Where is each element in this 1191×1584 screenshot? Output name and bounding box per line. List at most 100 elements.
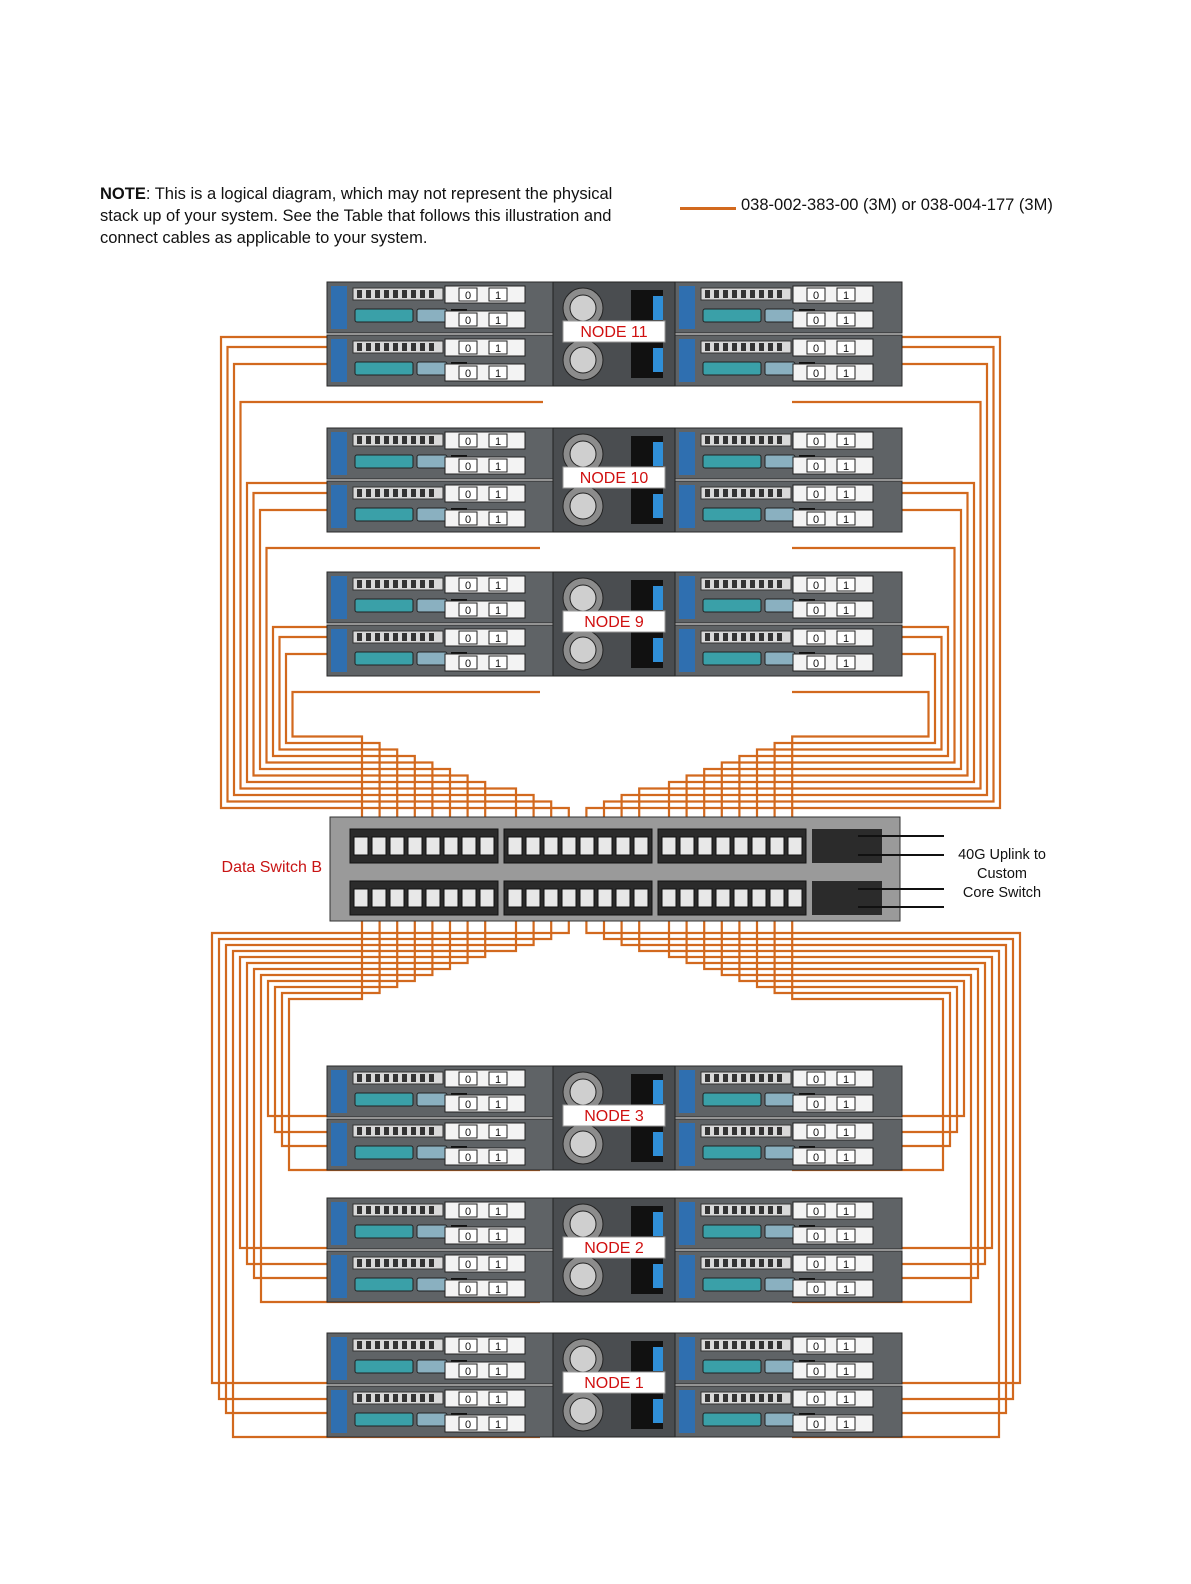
vent-slot — [777, 1127, 782, 1135]
sfp-port — [633, 888, 649, 908]
port-bay — [444, 431, 526, 450]
port-slot — [488, 312, 508, 327]
vent-slot — [732, 633, 737, 641]
serial-port — [416, 308, 448, 323]
port-slot — [488, 458, 508, 473]
usb-port — [331, 576, 347, 619]
port-slot — [458, 1149, 478, 1164]
vent-slot — [429, 1074, 434, 1082]
usb-port — [331, 629, 347, 672]
port-number: 0 — [813, 1152, 819, 1164]
vent-slot — [723, 1127, 728, 1135]
vga-port — [702, 1277, 762, 1292]
sfp-port — [679, 888, 695, 908]
port-number: 0 — [813, 580, 819, 592]
port-slot — [488, 1203, 508, 1218]
port-bay — [792, 1201, 874, 1220]
port-slot — [836, 312, 856, 327]
vent-slot — [732, 343, 737, 351]
port-slot — [836, 287, 856, 302]
vent-slot — [429, 1259, 434, 1267]
port-bay — [792, 310, 874, 329]
vent-slot — [375, 1341, 380, 1349]
fan-hub — [569, 1397, 597, 1425]
vent-slot — [366, 580, 371, 588]
port-number: 1 — [843, 1099, 849, 1111]
port-bay — [444, 653, 526, 672]
vent-slot — [768, 1259, 773, 1267]
vent-slot — [420, 580, 425, 588]
vent-slot — [732, 1259, 737, 1267]
port-slot — [806, 1203, 826, 1218]
port-number: 1 — [843, 1366, 849, 1378]
port-number: 1 — [495, 1231, 501, 1243]
vent-slot — [714, 1394, 719, 1402]
port-slot — [458, 630, 478, 645]
port-number: 1 — [495, 1419, 501, 1431]
node-label: NODE 1 — [584, 1375, 644, 1392]
node-label-box — [562, 320, 666, 343]
usb-port — [331, 1390, 347, 1433]
port-slot — [458, 1096, 478, 1111]
vent-slot — [750, 1394, 755, 1402]
vent-slot — [732, 1206, 737, 1214]
cable — [667, 481, 976, 834]
port-slot — [488, 365, 508, 380]
vent-slot — [768, 1206, 773, 1214]
port-bay — [792, 1226, 874, 1245]
sfp-port — [561, 888, 577, 908]
vent-slot — [777, 1206, 782, 1214]
port-slot — [488, 577, 508, 592]
port-slot — [458, 486, 478, 501]
port-bay — [792, 1254, 874, 1273]
node-label-box — [562, 466, 666, 489]
port-bay — [792, 1094, 874, 1113]
port-slot — [488, 1416, 508, 1431]
vent-slot — [366, 1259, 371, 1267]
port-number: 0 — [465, 1366, 471, 1378]
vent-slot — [777, 343, 782, 351]
port-bay — [792, 653, 874, 672]
vent-slot — [705, 1259, 710, 1267]
port-number: 1 — [843, 1152, 849, 1164]
vent-slot — [402, 1341, 407, 1349]
cable — [703, 508, 963, 834]
usb-port — [679, 1070, 695, 1113]
cable — [667, 912, 994, 1250]
vent-slot — [402, 489, 407, 497]
cable — [239, 400, 543, 834]
vent-slot — [759, 1341, 764, 1349]
vga-port — [702, 1145, 762, 1160]
vent-slot — [366, 1341, 371, 1349]
vent-slot — [768, 580, 773, 588]
fan-hub — [569, 1345, 597, 1373]
vent-slot — [384, 1394, 389, 1402]
port-number: 0 — [465, 1206, 471, 1218]
vent-slot — [714, 290, 719, 298]
serial-port — [764, 1092, 796, 1107]
usb-port — [331, 286, 347, 329]
vent-slot — [366, 489, 371, 497]
sfp-port — [543, 836, 559, 856]
port-number: 0 — [813, 1231, 819, 1243]
vent-slot — [375, 580, 380, 588]
port-number: 0 — [465, 1152, 471, 1164]
sfp-port — [679, 836, 695, 856]
port-bay — [792, 1336, 874, 1355]
port-slot — [488, 340, 508, 355]
vent-slot — [705, 1341, 710, 1349]
vent-slot — [714, 1206, 719, 1214]
vent-slot — [723, 489, 728, 497]
vga-port — [354, 1145, 414, 1160]
serial-port — [764, 651, 796, 666]
port-bay — [792, 1361, 874, 1380]
power-latch — [653, 1399, 663, 1423]
vent-slot — [741, 436, 746, 444]
vent-slot — [384, 633, 389, 641]
vent-slot — [357, 436, 362, 444]
usb-port — [679, 1255, 695, 1298]
port-slot — [488, 287, 508, 302]
sfp-port — [751, 836, 767, 856]
port-slot — [488, 602, 508, 617]
vent-slot — [411, 343, 416, 351]
